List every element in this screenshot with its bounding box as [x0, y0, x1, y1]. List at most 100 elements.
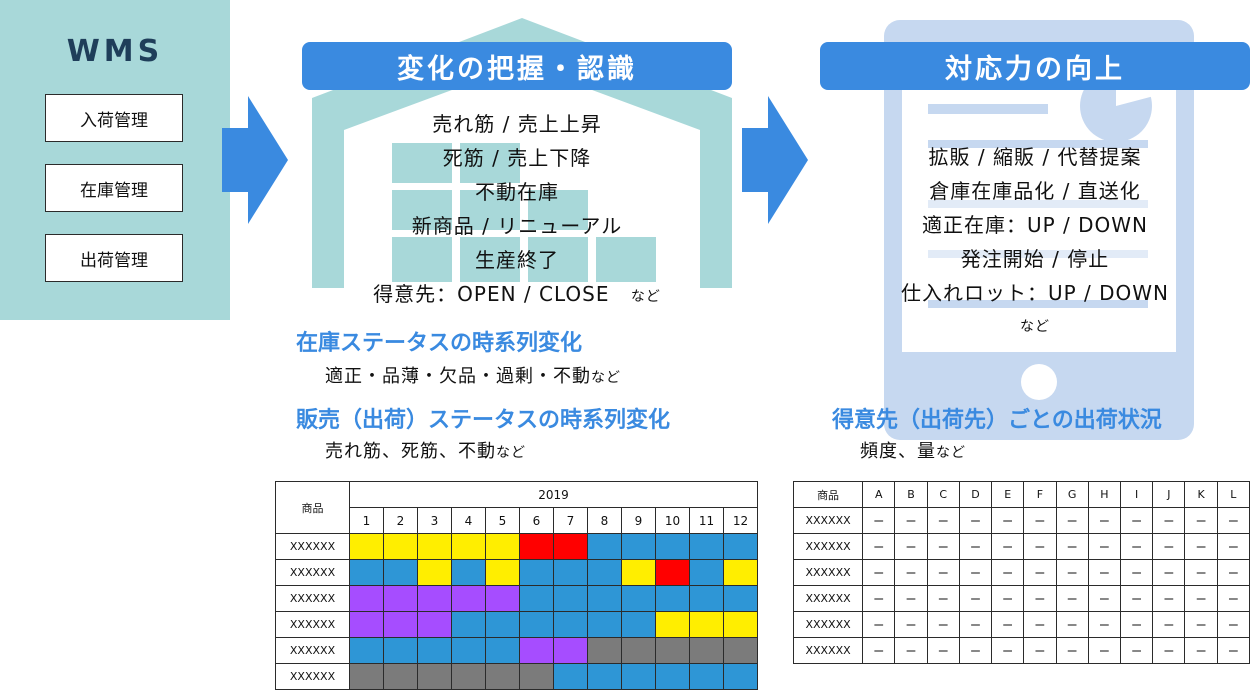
- dash-cell: ー: [1087, 585, 1122, 612]
- status-cell-purple: [519, 637, 554, 664]
- wms-item-receiving: 入荷管理: [45, 94, 183, 142]
- inventory-status-heading: 在庫ステータスの時系列変化: [296, 331, 583, 356]
- dash-cell: ー: [894, 559, 928, 586]
- product-name: XXXXXX: [275, 637, 350, 664]
- status-cell-blue: [485, 637, 520, 664]
- product-name: XXXXXX: [275, 585, 350, 612]
- status-cell-blue: [553, 559, 588, 586]
- status-cell-blue: [383, 637, 418, 664]
- dash-cell: ー: [926, 533, 960, 560]
- change-list: 売れ筋 / 売上上昇 死筋 / 売上下降 不動在庫 新商品 / リニューアル 生…: [312, 107, 722, 314]
- dash-cell: ー: [1023, 611, 1057, 638]
- status-cell-blue: [417, 637, 452, 664]
- month-header: 3: [417, 507, 452, 534]
- dash-cell: ー: [862, 507, 896, 534]
- etc-label: など: [1020, 319, 1050, 335]
- status-cell-blue: [689, 559, 724, 586]
- dash-cell: ー: [1087, 637, 1122, 664]
- dash-cell: ー: [1184, 533, 1218, 560]
- dash-cell: ー: [1023, 585, 1057, 612]
- dash-cell: ー: [894, 611, 928, 638]
- dash-cell: ー: [894, 585, 928, 612]
- change-item: 死筋 / 売上下降: [442, 146, 592, 170]
- dash-cell: ー: [926, 637, 960, 664]
- inventory-status-values: 適正・品薄・欠品・過剰・不動: [325, 366, 591, 387]
- month-header: 8: [587, 507, 622, 534]
- change-item: 売れ筋 / 売上上昇: [432, 112, 602, 136]
- status-cell-red: [519, 533, 554, 560]
- right-arrow-icon: [222, 96, 290, 224]
- status-cell-blue: [621, 611, 656, 638]
- dash-cell: ー: [991, 637, 1025, 664]
- dash-cell: ー: [926, 611, 960, 638]
- status-cell-yellow: [723, 559, 758, 586]
- dash-cell: ー: [991, 533, 1025, 560]
- customer-column-header: K: [1184, 481, 1218, 508]
- status-cell-yellow: [621, 559, 656, 586]
- customer-column-header: A: [862, 481, 896, 508]
- status-cell-purple: [451, 585, 486, 612]
- status-cell-purple: [417, 611, 452, 638]
- status-cell-purple: [383, 585, 418, 612]
- dash-cell: ー: [1119, 611, 1154, 638]
- status-cell-yellow: [689, 611, 724, 638]
- status-cell-purple: [383, 611, 418, 638]
- status-cell-blue: [587, 533, 622, 560]
- status-cell-blue: [587, 559, 622, 586]
- dash-cell: ー: [991, 585, 1025, 612]
- dash-cell: ー: [1152, 611, 1186, 638]
- status-cell-blue: [587, 663, 622, 690]
- dash-cell: ー: [926, 559, 960, 586]
- month-header: 4: [451, 507, 486, 534]
- month-header: 11: [689, 507, 724, 534]
- product-name: XXXXXX: [792, 507, 864, 534]
- year-header: 2019: [349, 481, 758, 508]
- status-cell-blue: [553, 611, 588, 638]
- dash-cell: ー: [894, 533, 928, 560]
- table-row: XXXXXX: [275, 559, 758, 586]
- customer-column-header: H: [1087, 481, 1122, 508]
- status-cell-blue: [587, 585, 622, 612]
- month-header: 10: [655, 507, 690, 534]
- dash-cell: ー: [1216, 507, 1250, 534]
- product-name: XXXXXX: [792, 637, 864, 664]
- dash-cell: ー: [862, 637, 896, 664]
- month-header: 1: [349, 507, 384, 534]
- dash-cell: ー: [1055, 559, 1089, 586]
- response-item: 発注開始 / 停止: [960, 247, 1110, 271]
- status-cell-yellow: [655, 611, 690, 638]
- right-arrow-icon: [742, 96, 810, 224]
- status-cell-purple: [349, 611, 384, 638]
- dash-cell: ー: [1023, 507, 1057, 534]
- wms-title: WMS: [66, 34, 164, 69]
- change-item: 生産終了: [475, 248, 559, 272]
- table-row: XXXXXX: [275, 611, 758, 638]
- inventory-status-sub: 適正・品薄・欠品・過剰・不動など: [325, 362, 621, 388]
- product-header: 商品: [275, 481, 350, 534]
- status-cell-gray: [587, 637, 622, 664]
- table-row: XXXXXX: [275, 637, 758, 664]
- customer-column-header: G: [1055, 481, 1089, 508]
- month-header: 12: [723, 507, 758, 534]
- dash-cell: ー: [1087, 533, 1122, 560]
- dash-cell: ー: [926, 585, 960, 612]
- dash-cell: ー: [958, 637, 993, 664]
- status-cell-red: [553, 533, 588, 560]
- dash-cell: ー: [862, 585, 896, 612]
- customer-column-header: L: [1216, 481, 1250, 508]
- status-cell-gray: [723, 637, 758, 664]
- customer-column-header: C: [926, 481, 960, 508]
- change-item: 新商品 / リニューアル: [411, 214, 623, 238]
- status-cell-blue: [519, 585, 554, 612]
- sales-status-heading: 販売（出荷）ステータスの時系列変化: [296, 408, 671, 433]
- customer-column-header: J: [1152, 481, 1186, 508]
- customer-column-header: I: [1119, 481, 1154, 508]
- status-cell-purple: [349, 585, 384, 612]
- status-cell-blue: [553, 663, 588, 690]
- product-name: XXXXXX: [275, 533, 350, 560]
- month-header: 9: [621, 507, 656, 534]
- status-cell-blue: [689, 585, 724, 612]
- table-row: XXXXXX: [275, 585, 758, 612]
